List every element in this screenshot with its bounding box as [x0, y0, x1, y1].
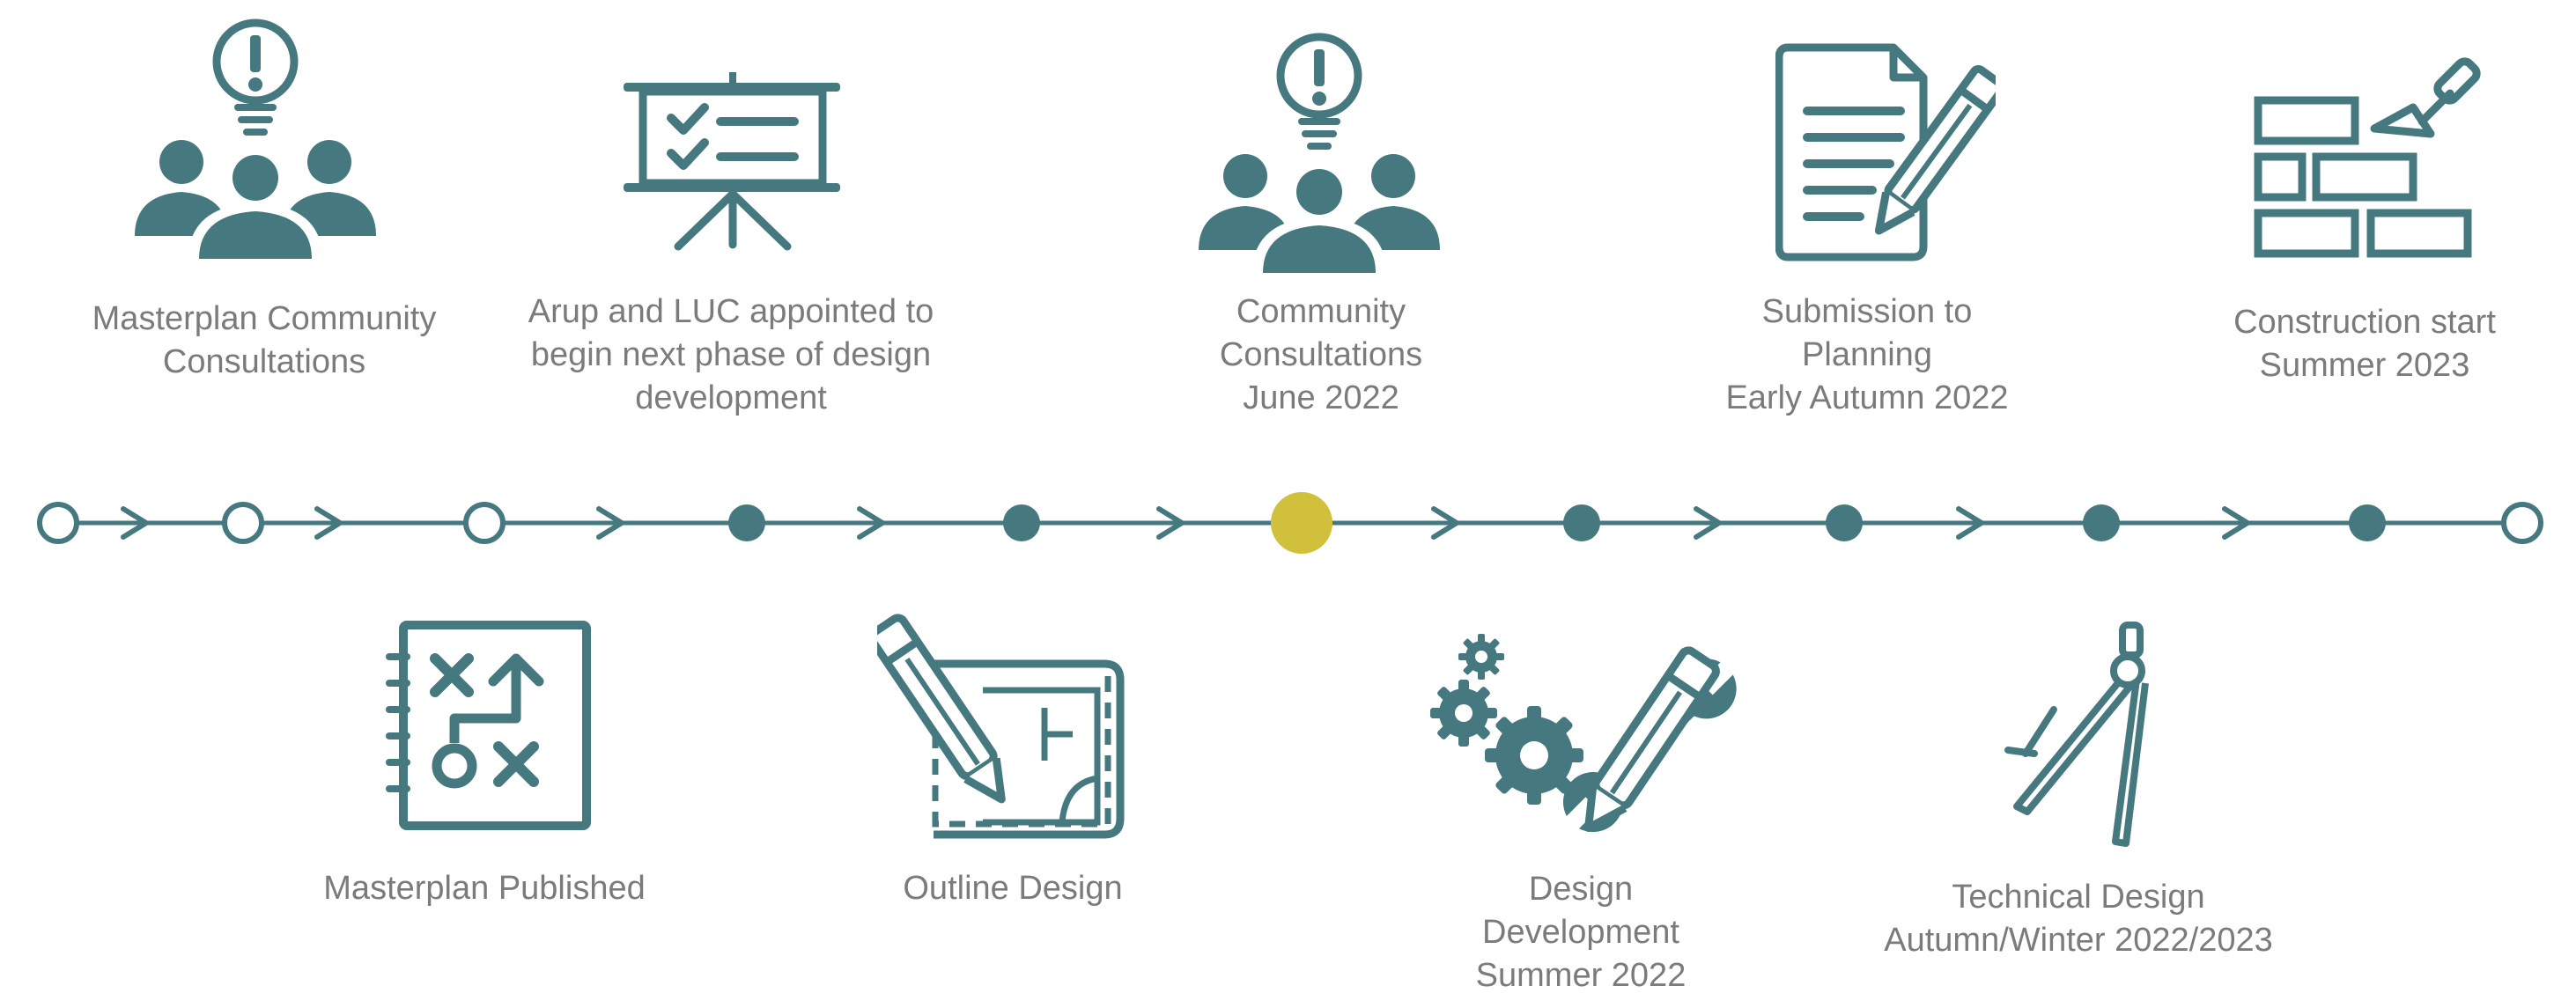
- timeline-node-filled: [1826, 504, 1863, 541]
- label-line: Masterplan Published: [323, 870, 646, 907]
- timeline-arrow: [1156, 506, 1185, 540]
- document-pencil-icon: [1775, 42, 1996, 262]
- timeline-arrow: [1694, 506, 1722, 540]
- top-milestone-label: Masterplan Community Consultations: [35, 298, 493, 384]
- top-milestone-label: Construction start Summer 2023: [2202, 301, 2528, 387]
- label-line: Autumn/Winter 2022/2023: [1884, 922, 2273, 959]
- timeline-arrow: [2222, 506, 2250, 540]
- timeline-node-hollow: [463, 502, 506, 544]
- timeline-axis: [37, 492, 2543, 554]
- timeline-arrow: [1956, 506, 1984, 540]
- bottom-milestone-label: Design Development Summer 2022: [1409, 868, 1753, 997]
- bottom-milestone-label: Outline Design: [819, 867, 1207, 910]
- label-line: Outline Design: [903, 870, 1123, 907]
- timeline-arrow: [121, 506, 149, 540]
- gears-tools-icon: [1430, 630, 1747, 850]
- timeline-arrow: [314, 506, 343, 540]
- timeline-arrow: [857, 506, 885, 540]
- label-line: Community: [1236, 293, 1406, 330]
- label-line: Planning: [1802, 336, 1932, 373]
- timeline-node-hollow: [2501, 502, 2543, 544]
- timeline-node-filled: [1003, 504, 1040, 541]
- label-line: Summer 2022: [1475, 957, 1687, 994]
- timeline-arrow: [596, 506, 624, 540]
- timeline-node-filled: [1563, 504, 1600, 541]
- timeline-node-filled: [728, 504, 765, 541]
- label-line: development: [635, 379, 827, 416]
- label-line: Design: [1528, 871, 1634, 908]
- bottom-milestone-label: Masterplan Published: [264, 867, 705, 910]
- brick-wall-trowel-icon: [2251, 55, 2498, 266]
- label-line: Consultations: [162, 343, 366, 380]
- label-line: Early Autumn 2022: [1725, 379, 2009, 416]
- top-milestone-label: Community Consultations June 2022: [1145, 291, 1497, 420]
- community-ideas-icon: [132, 11, 388, 266]
- top-milestone-label: Arup and LUC appointed to begin next pha…: [493, 291, 969, 420]
- timeline-node-filled: [2083, 504, 2120, 541]
- presentation-board-icon: [622, 70, 842, 255]
- label-line: Summer 2023: [2259, 347, 2470, 384]
- strategy-plan-icon: [384, 620, 595, 831]
- label-line: Arup and LUC appointed to: [528, 293, 934, 330]
- timeline-arrow: [1431, 506, 1459, 540]
- drawing-compass-icon: [1999, 622, 2175, 850]
- label-line: Development: [1482, 914, 1679, 951]
- community-ideas-icon: [1196, 25, 1451, 280]
- label-line: Consultations: [1219, 336, 1423, 373]
- top-milestone-label: Submission to Planning Early Autumn 2022: [1691, 291, 2043, 420]
- label-line: Submission to: [1761, 293, 1973, 330]
- bottom-milestone-label: Technical Design Autumn/Winter 2022/2023: [1832, 876, 2325, 962]
- timeline-node-hollow: [37, 502, 79, 544]
- label-line: June 2022: [1243, 379, 1399, 416]
- timeline-node-current: [1271, 492, 1332, 554]
- timeline-node-filled: [2349, 504, 2386, 541]
- label-line: Masterplan Community: [92, 300, 437, 337]
- timeline-node-hollow: [222, 502, 264, 544]
- label-line: begin next phase of design: [530, 336, 932, 373]
- label-line: Technical Design: [1952, 879, 2205, 916]
- label-line: Construction start: [2233, 304, 2496, 341]
- blueprint-pencil-icon: [877, 611, 1133, 840]
